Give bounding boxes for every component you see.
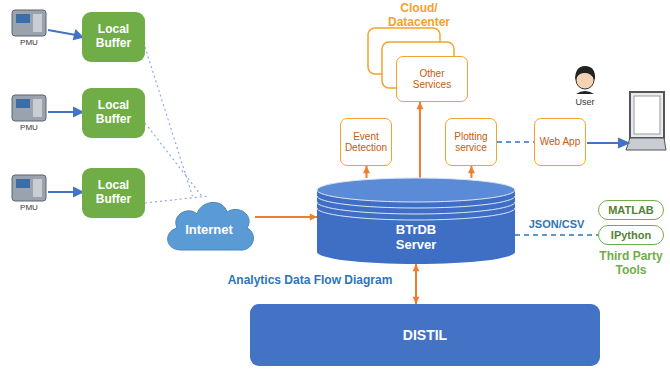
node-text: Plotting service [449, 131, 493, 154]
node-text: Local Buffer [86, 23, 141, 51]
service-box: Other Services [396, 56, 468, 102]
user-icon [575, 66, 595, 94]
node-text: Other Services [400, 68, 464, 91]
tool-box: IPython [598, 225, 664, 245]
edge-label: JSON/CSV [529, 218, 585, 231]
node-text: BTrDB Server [376, 223, 456, 253]
diagram-caption: Analytics Data Flow Diagram [210, 274, 410, 288]
internet-cloud: Internet [163, 196, 255, 256]
service-box: Plotting service [445, 118, 497, 166]
distil-box: DISTIL [250, 304, 600, 366]
arrow-head [468, 166, 475, 173]
connector [419, 102, 421, 178]
connector [145, 196, 209, 203]
service-box: Event Detection [340, 118, 392, 166]
service-box: Web App [534, 118, 586, 166]
connector [145, 47, 192, 196]
node-text: Internet [185, 223, 233, 238]
arrow-head [413, 264, 420, 271]
pmu-arrow [48, 30, 82, 196]
group-label: Third Party Tools [594, 250, 668, 278]
arrow-head [310, 214, 317, 221]
node-text: Local Buffer [86, 99, 141, 127]
node-text: Event Detection [344, 131, 388, 154]
node-text: DISTIL [403, 327, 447, 343]
arrow-head [413, 297, 420, 304]
buffer-box: Local Buffer [82, 12, 145, 62]
node-text: MATLAB [608, 204, 654, 217]
connector [497, 141, 534, 143]
buffer-box: Local Buffer [82, 168, 145, 218]
buffer-box: Local Buffer [82, 88, 145, 138]
node-text: IPython [611, 229, 651, 242]
arrow-head [363, 166, 370, 173]
connector [515, 234, 598, 236]
monitor-icon [626, 92, 666, 150]
device-label: PMU [9, 123, 49, 132]
device-label: PMU [9, 203, 49, 212]
node-text: Local Buffer [86, 179, 141, 207]
connector [145, 123, 202, 196]
region-label: Cloud/ Datacenter [383, 2, 455, 30]
tool-box: MATLAB [598, 200, 664, 220]
node-text: Web App [540, 136, 580, 148]
arrow-head [416, 102, 423, 109]
device-label: PMU [9, 38, 49, 47]
database-cylinder: BTrDB Server [317, 178, 515, 264]
user-label: User [568, 97, 602, 107]
connector [255, 216, 317, 218]
web-arrow [587, 139, 628, 147]
